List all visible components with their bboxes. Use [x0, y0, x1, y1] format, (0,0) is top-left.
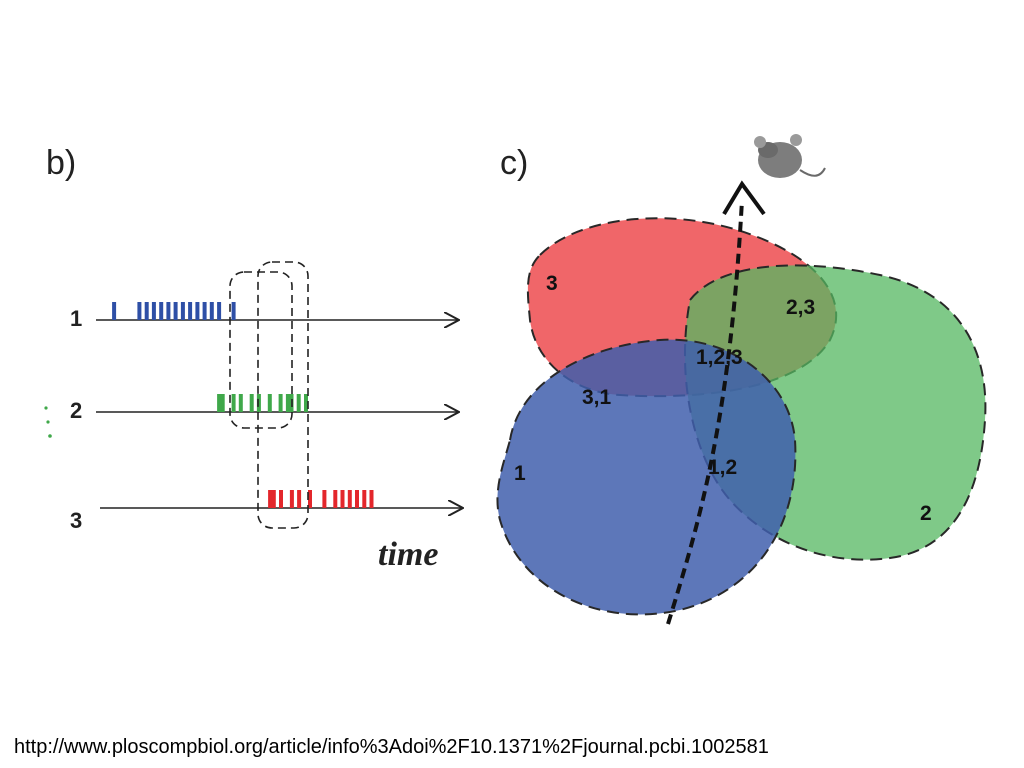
spike-row-3-1: [271, 490, 276, 508]
region-label-1-2: 1,2: [708, 456, 738, 479]
spike-row-1-12: [217, 302, 222, 320]
spike-row-2-5: [256, 394, 261, 412]
spike-row-1-8: [188, 302, 193, 320]
panel-b-label: b): [46, 144, 77, 182]
spike-row-1-6: [173, 302, 178, 320]
spike-row-1-2: [144, 302, 149, 320]
spike-row-2-7: [278, 394, 283, 412]
spike-row-2-6: [267, 394, 272, 412]
time-axis-label: time: [378, 536, 439, 573]
spike-row-2-2: [231, 394, 236, 412]
edge-dot: [48, 434, 52, 438]
spike-row-2-4: [249, 394, 254, 412]
spike-row-3-11: [362, 490, 367, 508]
spike-row-3-12: [369, 490, 374, 508]
coincidence-window-1-3: [257, 261, 309, 529]
region-label-3: 3: [546, 272, 558, 295]
spike-row-2-1: [220, 394, 225, 412]
region-label-1: 1: [514, 462, 526, 485]
spike-row-1-11: [209, 302, 214, 320]
mouse-icon: [754, 134, 826, 178]
spike-row-3-8: [340, 490, 345, 508]
region-label-3-1: 3,1: [582, 386, 612, 409]
spike-row-1-1: [137, 302, 142, 320]
spike-row-1-3: [151, 302, 156, 320]
spike-row-3-6: [322, 490, 327, 508]
spike-row-2-3: [238, 394, 243, 412]
spike-row-2-11: [304, 394, 308, 412]
spike-row-1-9: [195, 302, 200, 320]
source-url: http://www.ploscompbiol.org/article/info…: [14, 736, 769, 758]
spike-row-3-10: [355, 490, 359, 508]
spike-row-1-13: [231, 302, 236, 320]
spike-trains: [112, 302, 374, 508]
region-label-2: 2: [920, 502, 932, 525]
spike-row-1-10: [202, 302, 207, 320]
spike-row-2-0: [217, 394, 222, 412]
coincidence-window-1-2: [229, 271, 293, 429]
trajectory-arrowhead: [722, 180, 766, 216]
spike-row-3-5: [308, 490, 312, 508]
row-label-1: 1: [70, 306, 83, 331]
spike-row-3-0: [268, 490, 273, 508]
spike-row-3-7: [333, 490, 338, 508]
spike-row-3-9: [347, 490, 352, 508]
edge-dot: [44, 406, 48, 410]
spike-row-3-2: [279, 490, 283, 508]
row-label-3: 3: [70, 508, 83, 533]
spike-row-2-10: [296, 394, 301, 412]
spike-row-1-5: [166, 302, 171, 320]
edge-dot: [46, 420, 50, 424]
place-fields: [496, 217, 987, 616]
spike-row-1-4: [159, 302, 164, 320]
panel-c-label: c): [500, 144, 529, 182]
place-field-1: [496, 338, 797, 616]
region-label-2-3: 2,3: [786, 296, 816, 319]
region-label-1-2-3: 1,2,3: [696, 346, 743, 369]
spike-row-1-0: [112, 302, 117, 320]
spike-row-3-3: [289, 490, 294, 508]
spike-row-2-8: [285, 394, 290, 412]
row-label-2: 2: [70, 398, 83, 423]
spike-row-1-7: [180, 302, 185, 320]
spike-row-3-4: [297, 490, 302, 508]
